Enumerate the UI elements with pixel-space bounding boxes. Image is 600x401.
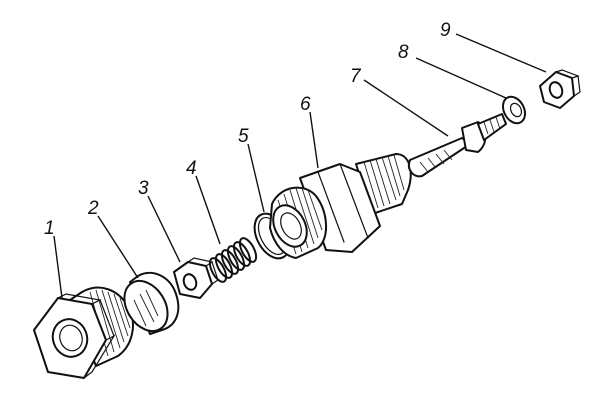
leader-1	[53, 235, 63, 299]
leader-3	[147, 195, 181, 263]
part-7-valve-stem	[408, 113, 507, 178]
label-part-7: 7	[350, 66, 362, 87]
label-part-1: 1	[44, 218, 55, 239]
part-2-disc	[123, 271, 180, 335]
part-labels: 1 2 3 4 5 6 7 8 9	[44, 20, 451, 239]
part-9-end-nut	[539, 69, 581, 109]
leader-4	[195, 175, 221, 245]
leader-8	[415, 57, 507, 99]
label-part-4: 4	[186, 158, 197, 179]
part-4-spring	[208, 237, 258, 283]
label-part-8: 8	[398, 42, 409, 63]
label-part-9: 9	[440, 20, 451, 41]
leader-7	[363, 79, 449, 137]
part-8-washer	[501, 95, 527, 125]
label-part-2: 2	[87, 198, 99, 219]
label-part-3: 3	[138, 178, 149, 199]
part-6-threaded-body	[269, 153, 412, 259]
label-part-6: 6	[300, 94, 311, 115]
part-1-union-nut	[33, 286, 134, 379]
part-3-small-hex-nut	[173, 257, 219, 299]
leader-5	[247, 143, 265, 213]
label-part-5: 5	[238, 126, 249, 147]
leader-9	[455, 33, 547, 73]
leader-6	[309, 111, 319, 169]
leader-lines	[53, 33, 547, 299]
leader-2	[97, 215, 139, 279]
